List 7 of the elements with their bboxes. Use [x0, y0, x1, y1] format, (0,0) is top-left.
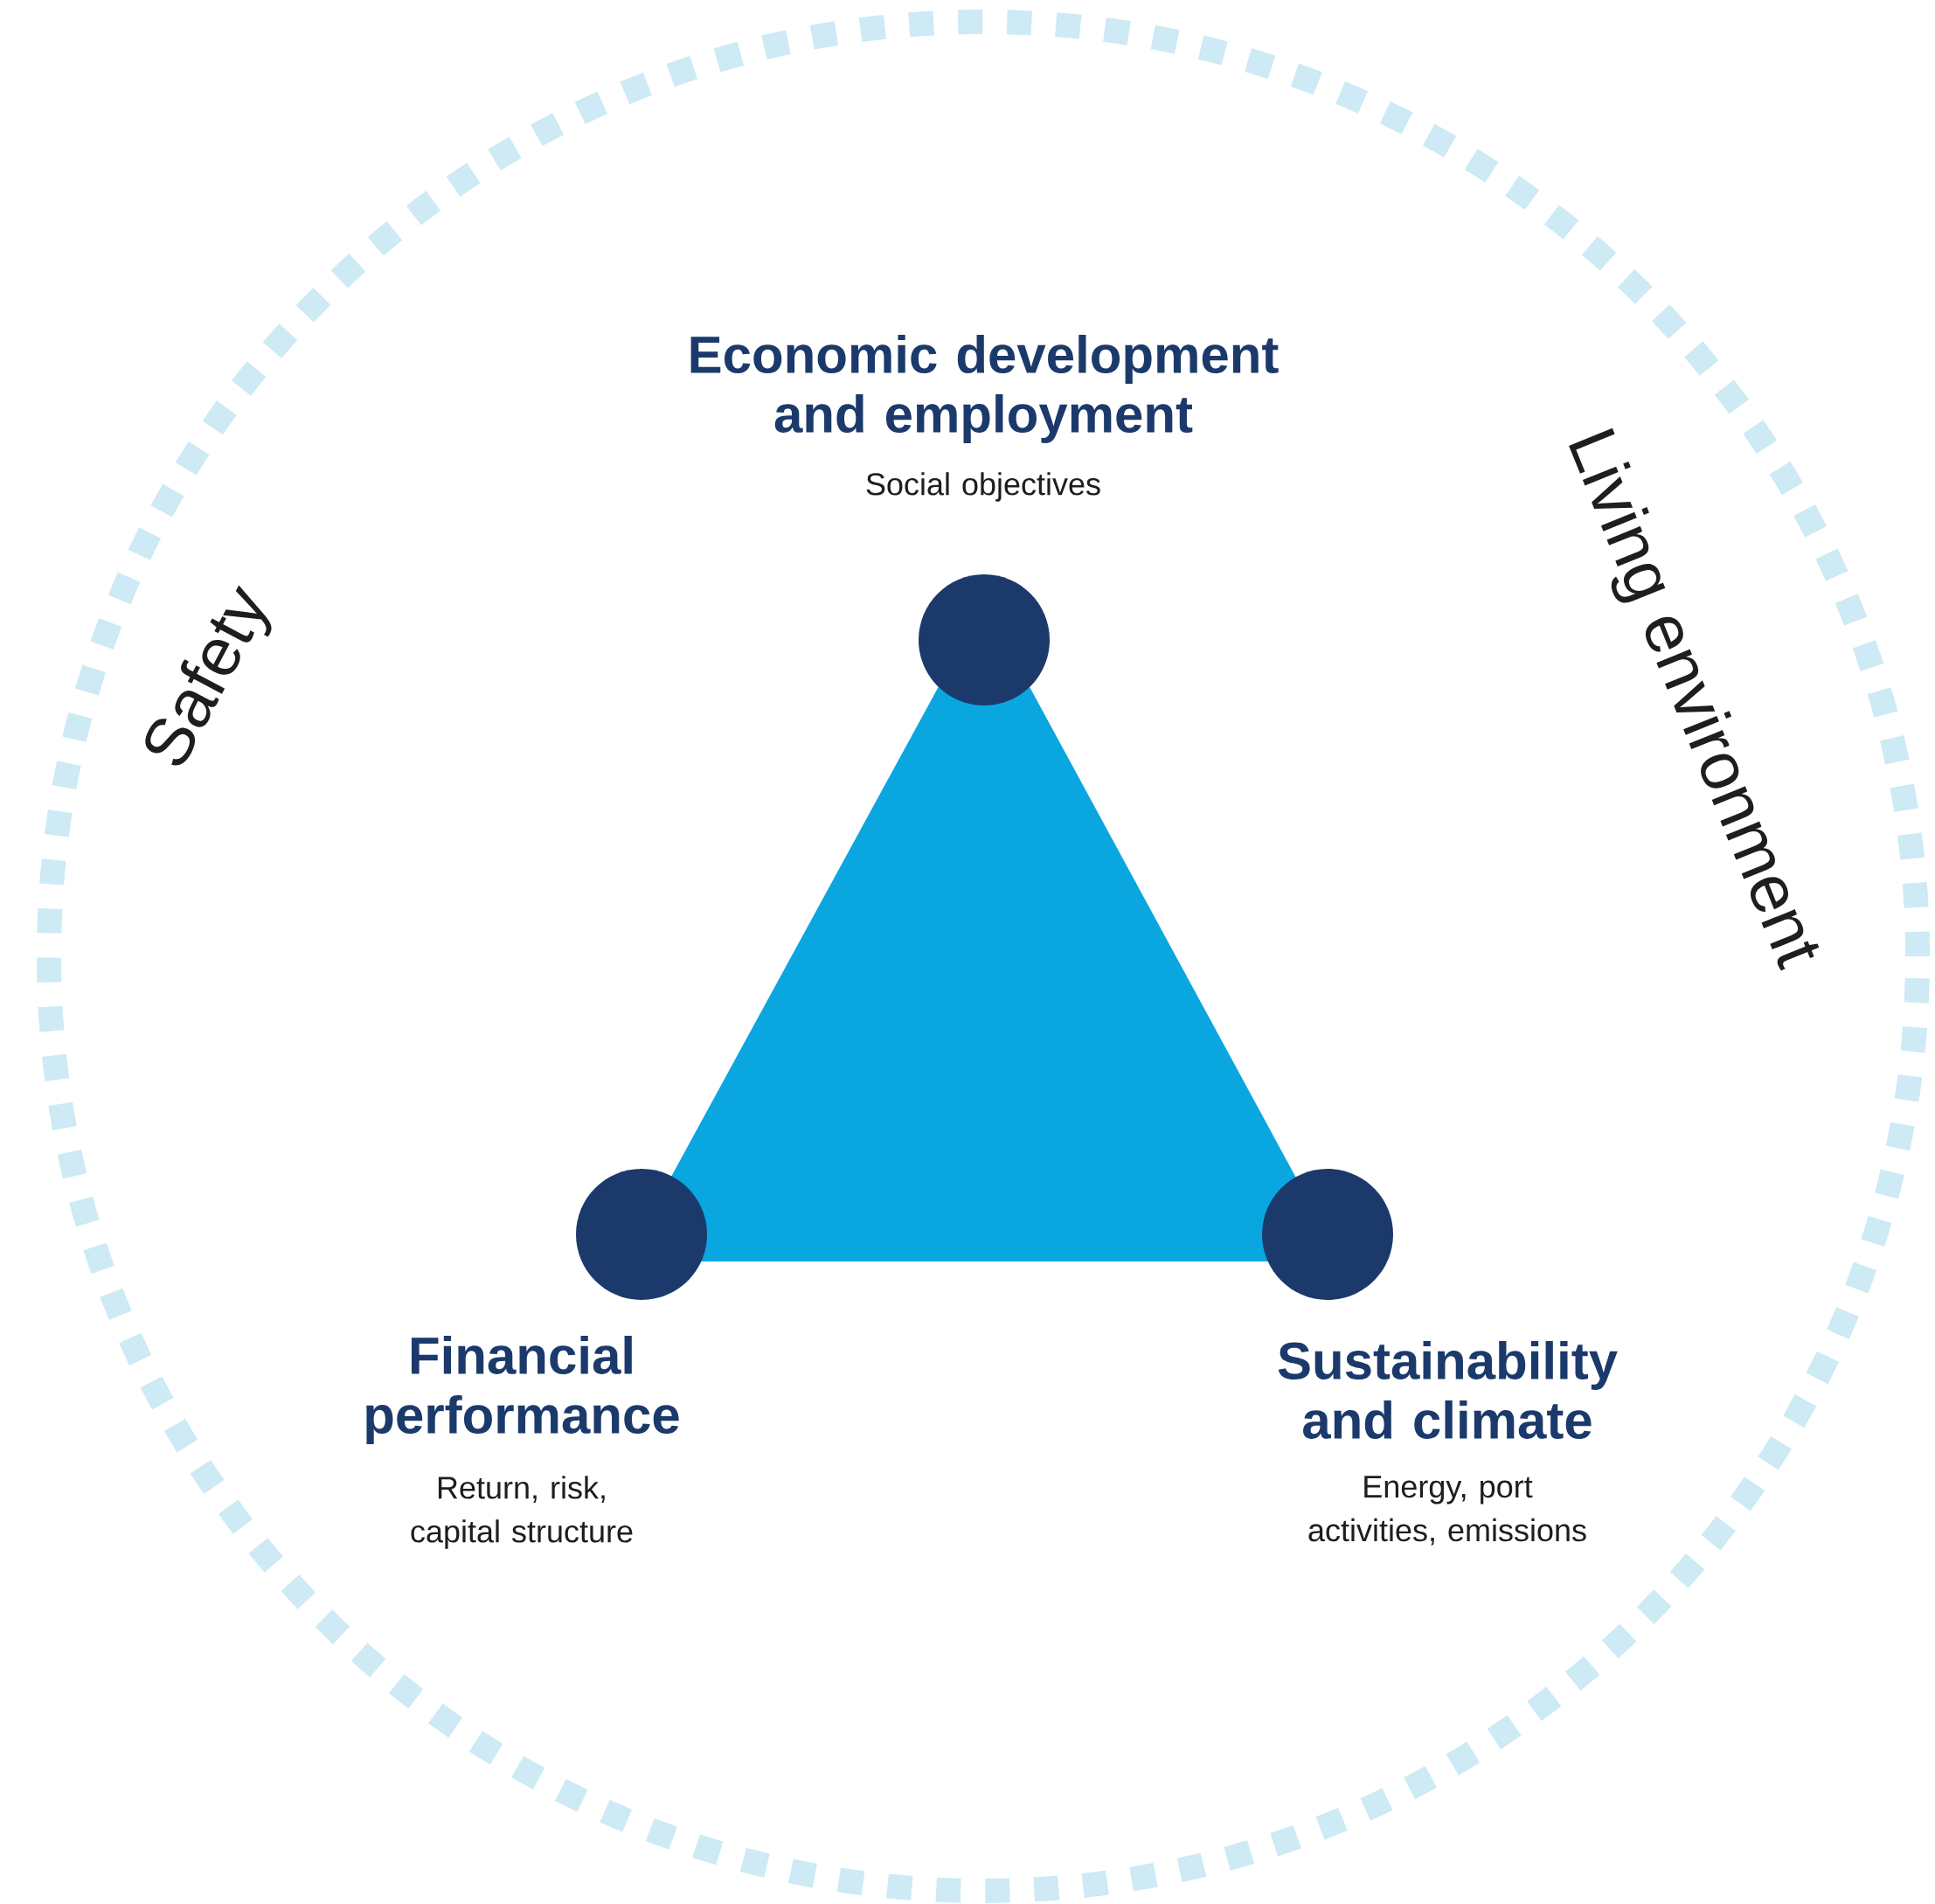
subtitle: Return, risk, capital structure — [411, 1476, 633, 1549]
triangle-drawing — [576, 573, 1393, 1300]
heading: Sustainability and climate — [1278, 1340, 1618, 1439]
subtitle: Social objectives — [866, 472, 1100, 502]
heading: Economic development and employment — [690, 335, 1279, 443]
heading: Financial performance — [366, 1336, 679, 1444]
subtitle: Energy, port activities, emissions — [1308, 1476, 1586, 1546]
